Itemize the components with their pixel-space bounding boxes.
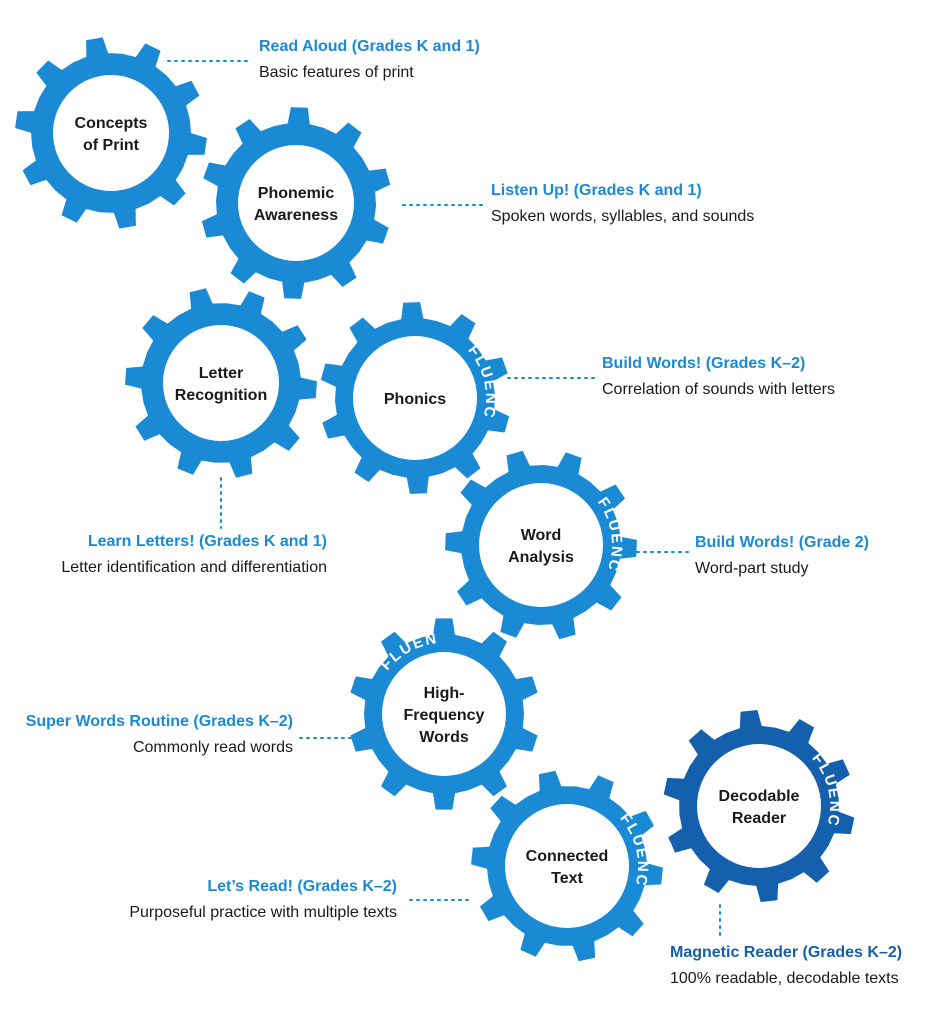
- callout-title: Build Words! (Grade 2): [695, 534, 869, 551]
- callout-title: Let’s Read! (Grades K–2): [207, 878, 397, 895]
- gear-hub: [382, 652, 506, 776]
- callout-magnetic-reader: Magnetic Reader (Grades K–2) 100% readab…: [670, 940, 902, 992]
- callout-description: Correlation of sounds with letters: [602, 381, 835, 398]
- gear-concepts-of-print: Concepts of Print: [15, 37, 207, 229]
- gear-label-line: Frequency: [404, 707, 485, 724]
- callout-title: Super Words Routine (Grades K–2): [25, 713, 293, 730]
- gear-label-line: Letter: [199, 365, 243, 382]
- gear-hub: [53, 75, 169, 191]
- gear-label-line: Text: [551, 870, 583, 887]
- gear-label-line: Words: [419, 729, 469, 746]
- gear-hub: [479, 483, 603, 607]
- gear-label-line: Connected: [526, 848, 609, 865]
- callout-lets-read: Let’s Read! (Grades K–2) Purposeful prac…: [129, 874, 397, 926]
- callout-build-words-grade2: Build Words! (Grade 2) Word-part study: [695, 530, 869, 582]
- gear-label-line: of Print: [83, 137, 140, 154]
- callout-description: Spoken words, syllables, and sounds: [491, 208, 755, 225]
- gear-label-line: Recognition: [175, 387, 267, 404]
- callout-learn-letters: Learn Letters! (Grades K and 1) Letter i…: [61, 529, 327, 581]
- gear-label-line: Phonics: [384, 391, 446, 408]
- gear-hub: [353, 336, 477, 460]
- callout-title: Build Words! (Grades K–2): [602, 355, 806, 372]
- callout-description: Commonly read words: [132, 739, 293, 756]
- callout-description: 100% readable, decodable texts: [670, 970, 899, 987]
- callout-title: Read Aloud (Grades K and 1): [259, 38, 480, 55]
- gear-label-line: Reader: [732, 810, 786, 827]
- callout-read-aloud: Read Aloud (Grades K and 1) Basic featur…: [259, 34, 480, 86]
- gear-hub: [697, 744, 821, 868]
- gear-label-line: Decodable: [719, 788, 800, 805]
- callout-description: Purposeful practice with multiple texts: [129, 904, 397, 921]
- gear-hub: [238, 145, 354, 261]
- callout-description: Word-part study: [695, 560, 809, 577]
- callout-title: Listen Up! (Grades K and 1): [491, 182, 702, 199]
- callout-description: Basic features of print: [259, 64, 414, 81]
- callout-title: Learn Letters! (Grades K and 1): [87, 533, 327, 550]
- gear-label-line: Concepts: [75, 115, 148, 132]
- gear-hub: [505, 804, 629, 928]
- callout-description: Letter identification and differentiatio…: [61, 559, 327, 576]
- callout-super-words: Super Words Routine (Grades K–2) Commonl…: [26, 709, 293, 761]
- callout-title: Magnetic Reader (Grades K–2): [670, 944, 903, 961]
- callout-build-words-k2: Build Words! (Grades K–2) Correlation of…: [602, 351, 835, 403]
- gear-label-line: High-: [424, 685, 465, 702]
- callout-listen-up: Listen Up! (Grades K and 1) Spoken words…: [491, 178, 754, 230]
- gear-label-line: Phonemic: [258, 185, 335, 202]
- gear-label-line: Awareness: [254, 207, 338, 224]
- gear-label-line: Word: [521, 527, 562, 544]
- gear-hub: [163, 325, 279, 441]
- gear-label-line: Analysis: [508, 549, 574, 566]
